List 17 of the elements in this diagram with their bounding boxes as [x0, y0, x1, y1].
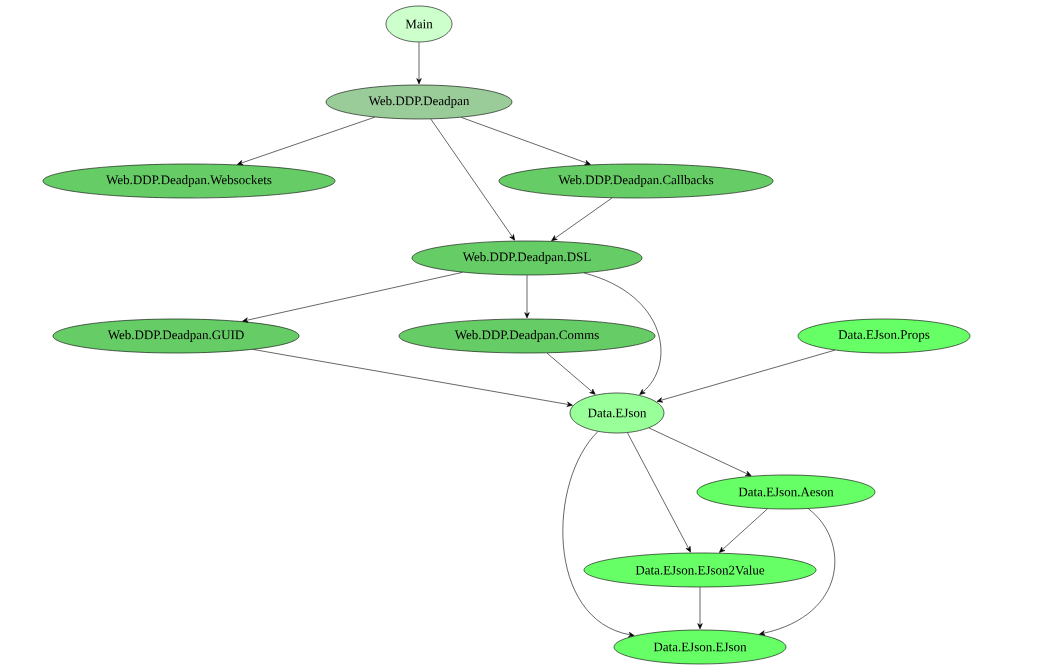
- arrow: [697, 587, 703, 630]
- arrow: [562, 431, 635, 638]
- arrow: [546, 352, 596, 395]
- arrow: [759, 508, 836, 636]
- arrow: [252, 349, 573, 407]
- arrow: [656, 349, 836, 403]
- arrow: [416, 42, 422, 85]
- arrow: [627, 432, 691, 553]
- arrow: [242, 272, 463, 323]
- arrow: [719, 508, 768, 553]
- arrow: [461, 117, 591, 165]
- arrow: [583, 272, 662, 395]
- arrow: [551, 197, 613, 241]
- arrow: [237, 116, 375, 166]
- arrow: [648, 427, 752, 476]
- arrow: [430, 118, 515, 241]
- arrow: [524, 275, 530, 319]
